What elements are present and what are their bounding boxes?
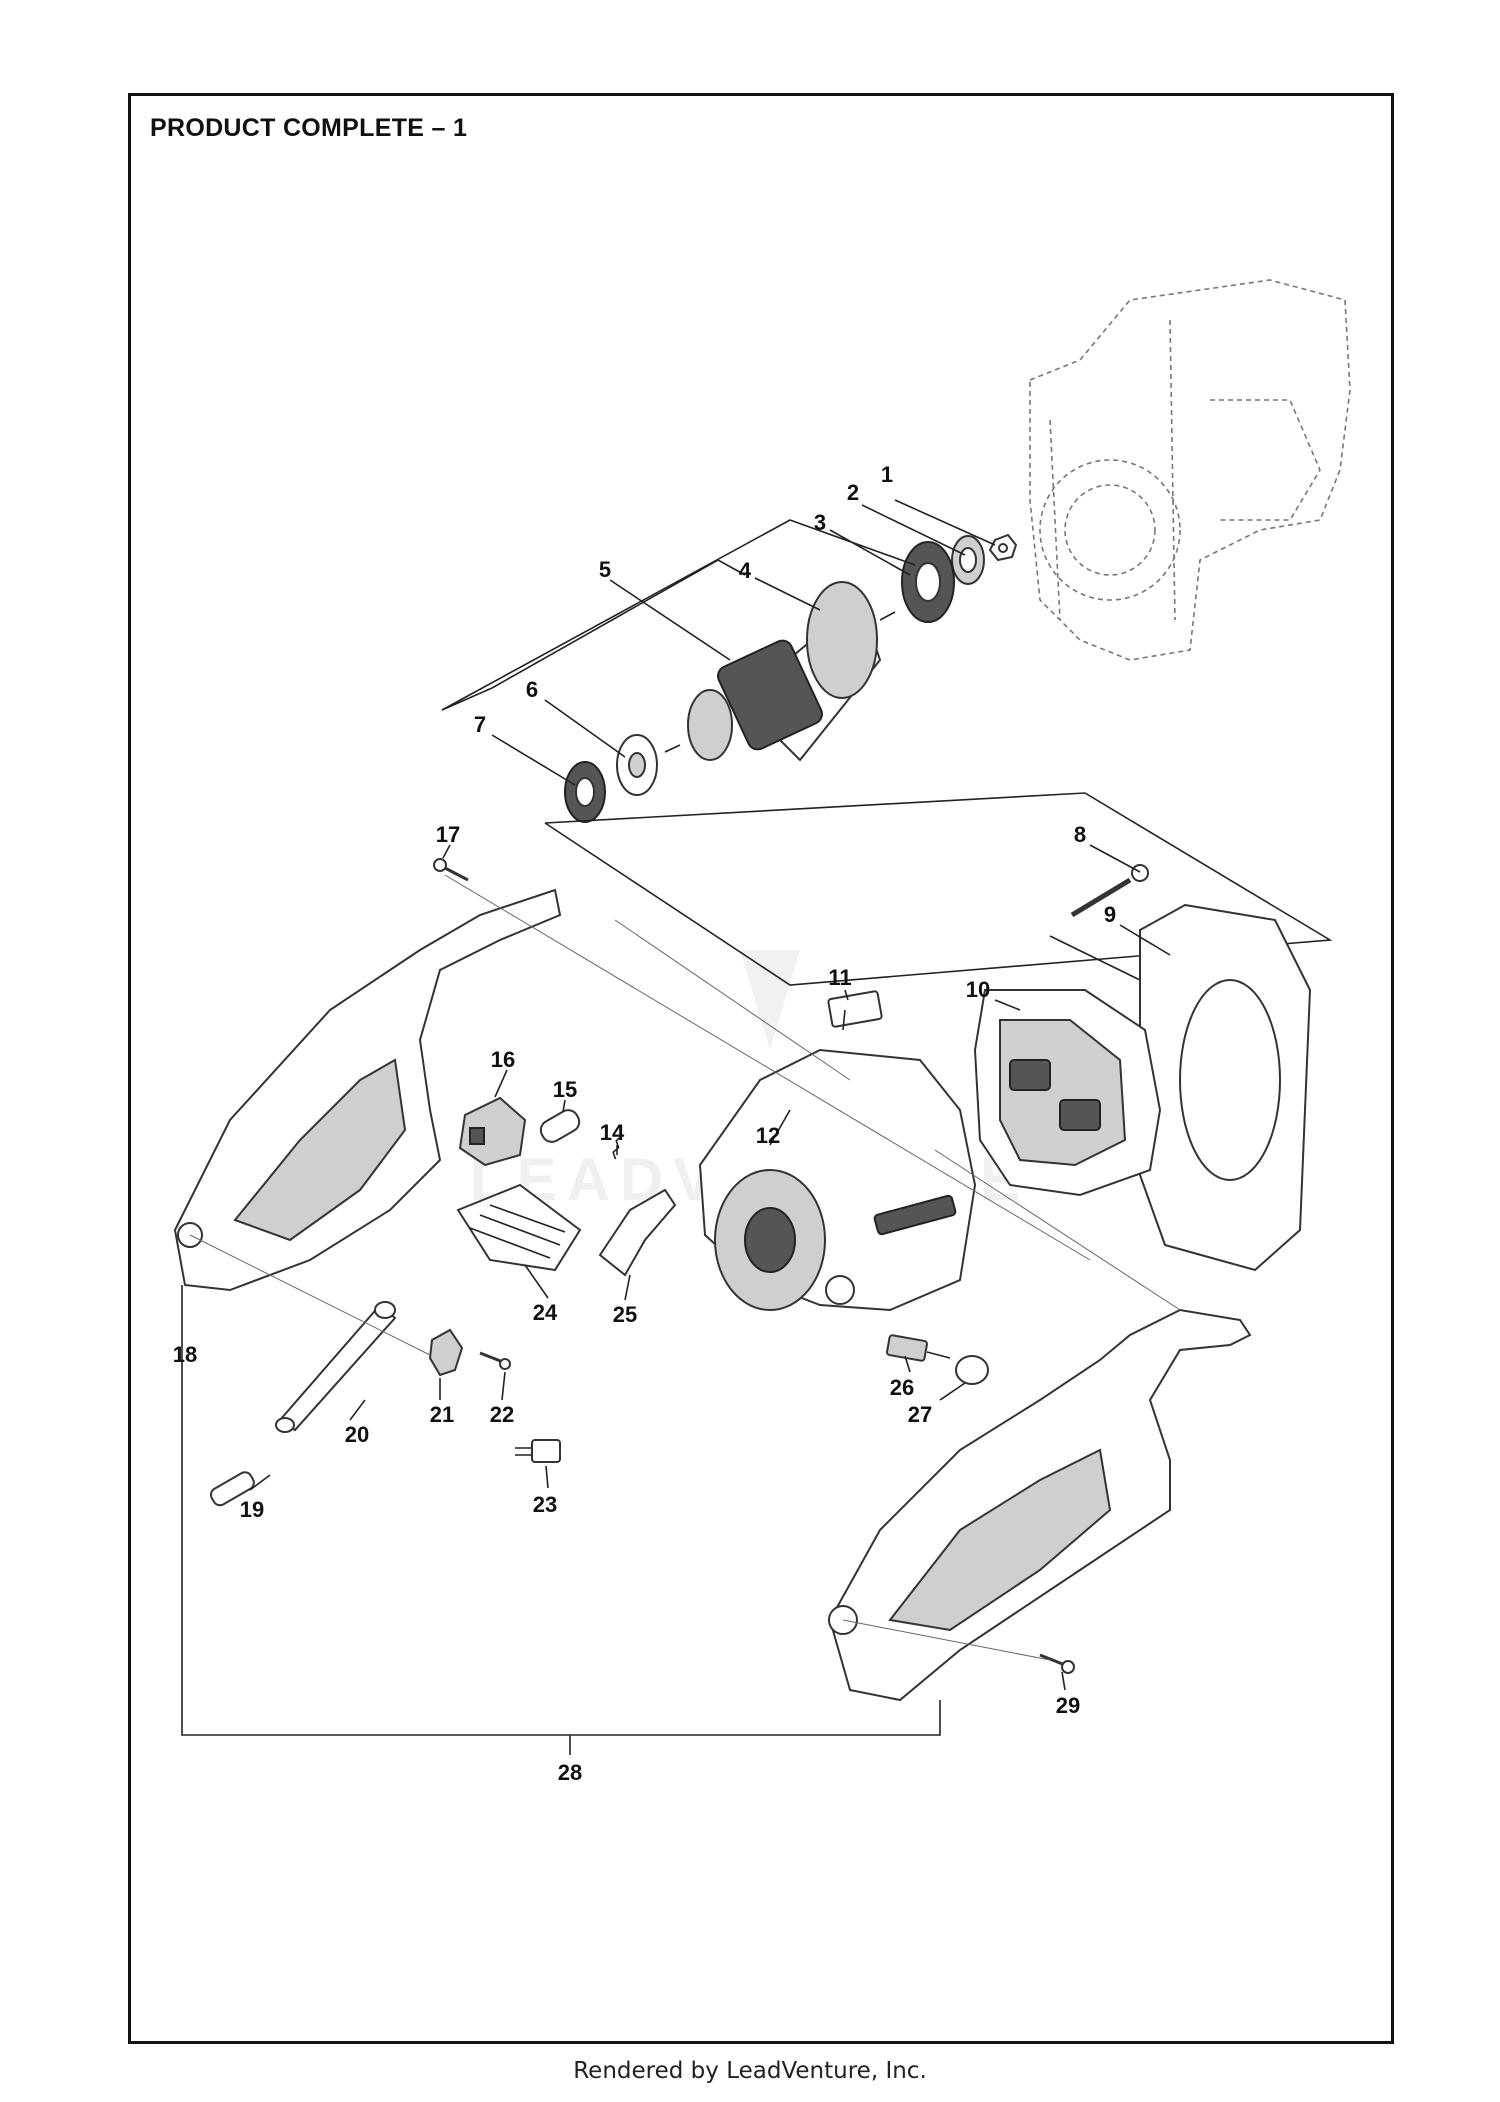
callout-9: 9	[1104, 902, 1116, 927]
part-11-switch	[827, 990, 883, 1031]
callout-7: 7	[474, 712, 486, 737]
callout-24: 24	[533, 1300, 558, 1325]
part-15-cylinder	[539, 1109, 581, 1143]
callout-29: 29	[1056, 1693, 1080, 1718]
part-12-motor-housing	[698, 1048, 977, 1312]
part-7-bearing	[564, 761, 606, 823]
leader-lines	[189, 499, 1181, 1691]
callout-20: 20	[345, 1422, 369, 1447]
part-14-spring	[612, 1135, 623, 1160]
callout-3: 3	[814, 510, 826, 535]
callout-10: 10	[966, 977, 990, 1002]
callout-17: 17	[436, 822, 460, 847]
callout-23: 23	[533, 1492, 557, 1517]
part-28-right-handle	[828, 1308, 1252, 1702]
part-1-nut	[988, 533, 1018, 562]
gearbox-housing-outline	[1029, 279, 1351, 661]
callout-18: 18	[173, 1342, 197, 1367]
bracket-handle-set	[181, 1285, 941, 1755]
callout-8: 8	[1074, 822, 1086, 847]
part-2-pinion	[951, 535, 985, 585]
callout-6: 6	[526, 677, 538, 702]
callout-21: 21	[430, 1402, 454, 1427]
callout-16: 16	[491, 1047, 515, 1072]
footer-credit: Rendered by LeadVenture, Inc.	[573, 2058, 927, 2084]
part-19-tube	[210, 1471, 255, 1507]
part-3-bearing	[901, 541, 955, 623]
callout-27: 27	[908, 1402, 932, 1427]
part-6-washer	[616, 734, 658, 796]
part-26-carbon-brush	[886, 1334, 951, 1362]
callout-5: 5	[599, 557, 611, 582]
callout-22: 22	[490, 1402, 514, 1427]
part-22-screw	[479, 1351, 511, 1370]
part-9-fan-baffle	[1139, 903, 1312, 1272]
part-27-cap	[955, 1355, 989, 1385]
part-18-left-handle	[173, 888, 562, 1292]
part-17-screw	[433, 858, 469, 882]
callout-numbers: 1 2 3 4 5 6 7 8 9 10 11 12 14 15 16 17 1…	[173, 462, 1116, 1785]
diagram-frame	[128, 93, 1394, 2044]
part-25-trigger	[598, 1188, 677, 1277]
part-10-stator	[973, 989, 1162, 1197]
part-29-screw	[1039, 1653, 1075, 1674]
callout-11: 11	[828, 965, 851, 990]
part-21-clip	[428, 1328, 464, 1377]
callout-25: 25	[613, 1302, 637, 1327]
part-4-armature	[664, 581, 896, 762]
callout-2: 2	[847, 480, 859, 505]
callout-15: 15	[553, 1077, 577, 1102]
callout-1: 1	[881, 462, 893, 487]
callout-19: 19	[240, 1497, 264, 1522]
part-24-filter	[456, 1183, 582, 1272]
part-20-grip	[275, 1301, 397, 1433]
callout-12: 12	[756, 1123, 780, 1148]
callout-26: 26	[890, 1375, 914, 1400]
diagram-title: PRODUCT COMPLETE – 1	[150, 114, 468, 142]
part-23-connector	[515, 1439, 561, 1463]
callout-14: 14	[600, 1120, 625, 1145]
callout-28: 28	[558, 1760, 582, 1785]
part-16-block	[458, 1096, 527, 1167]
bracket-armature-group	[441, 519, 916, 711]
callout-4: 4	[739, 558, 752, 583]
